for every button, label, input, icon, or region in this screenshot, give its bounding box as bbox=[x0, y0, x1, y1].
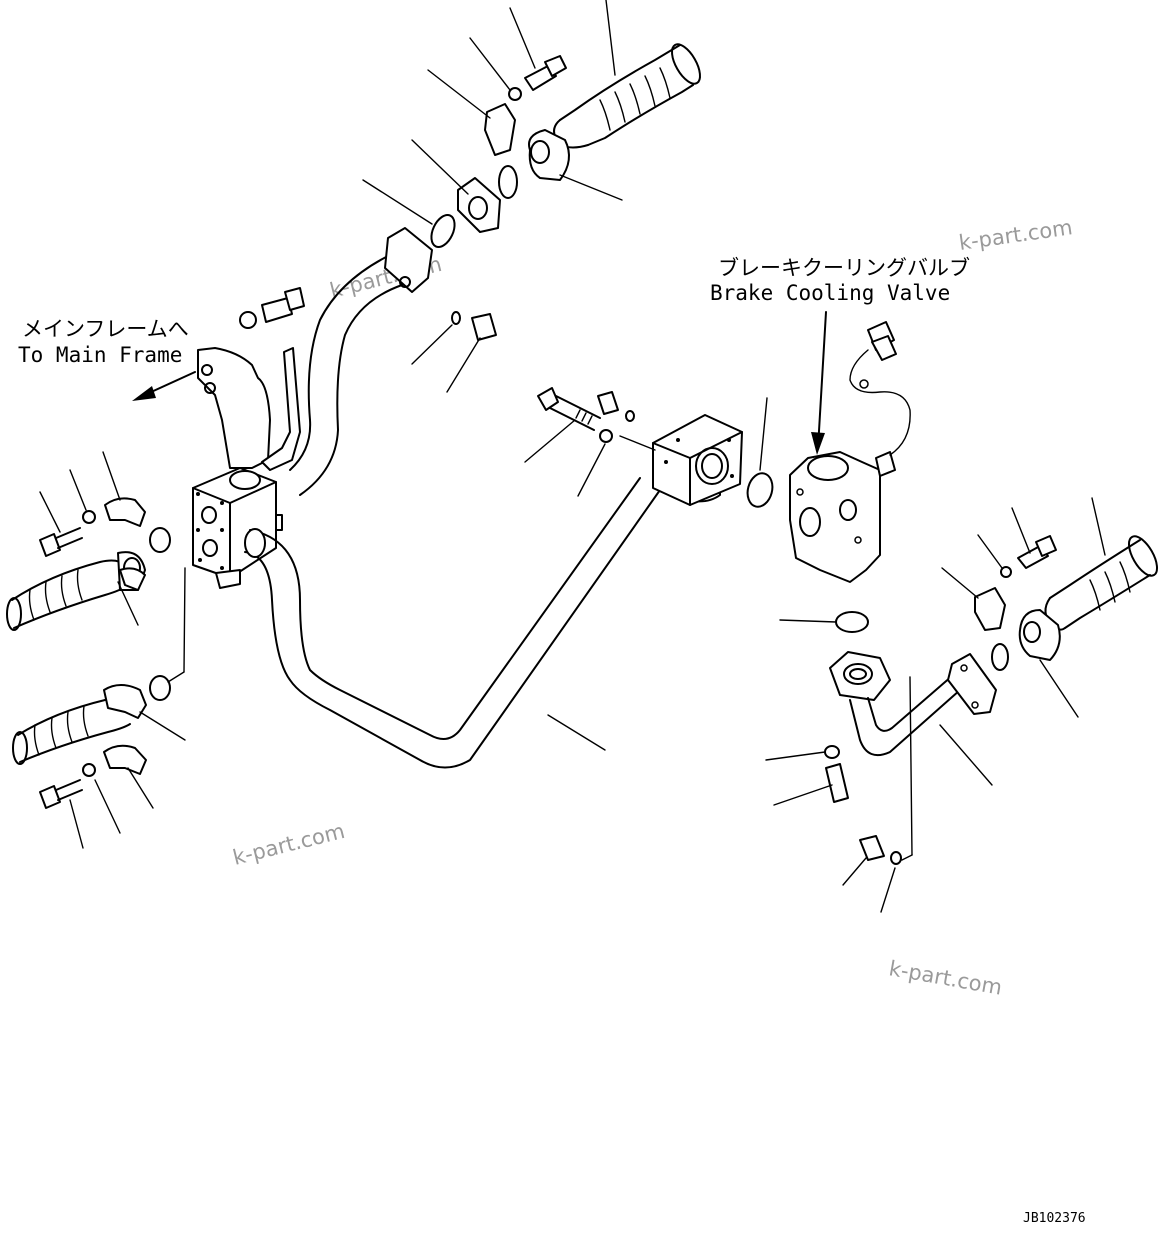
main-frame-label-jp: メインフレームへ bbox=[22, 317, 189, 341]
top-hose bbox=[528, 43, 701, 181]
top-oring-2 bbox=[430, 214, 456, 248]
bracket-bolt bbox=[239, 287, 305, 329]
right-elbow-hardware bbox=[765, 676, 993, 913]
left-oring-1 bbox=[149, 527, 171, 553]
right-hose bbox=[1018, 535, 1158, 661]
valve-oring bbox=[835, 611, 869, 633]
left-lower-hose bbox=[12, 684, 147, 765]
valve-oring-leader bbox=[779, 619, 837, 623]
brake-valve-label-jp: ブレーキクーリングバルブ bbox=[718, 256, 970, 280]
left-valve-block bbox=[192, 467, 283, 589]
bracket bbox=[197, 347, 301, 471]
watermark-2: k-part.com bbox=[957, 215, 1074, 255]
top-split-flange bbox=[484, 103, 516, 156]
right-elbow-pipe bbox=[829, 651, 997, 756]
right-clamp-bolt bbox=[941, 497, 1106, 718]
brake-cooling-valve bbox=[789, 451, 896, 583]
top-oring bbox=[498, 165, 518, 199]
left-oring-2 bbox=[149, 675, 171, 701]
center-block bbox=[652, 414, 743, 506]
brake-valve-label-en: Brake Cooling Valve bbox=[710, 281, 950, 305]
left-leader-vertical bbox=[183, 567, 186, 673]
left-lower-clamp bbox=[39, 675, 186, 849]
leaders-top bbox=[362, 0, 623, 225]
upper-pipe bbox=[289, 227, 433, 496]
center-oring bbox=[746, 472, 774, 508]
valve-sensor-wire bbox=[849, 321, 911, 456]
top-flange-plate bbox=[457, 177, 501, 233]
main-frame-arrow bbox=[132, 371, 196, 401]
brake-valve-arrow bbox=[811, 311, 827, 455]
main-frame-label-en: To Main Frame bbox=[18, 343, 182, 367]
upper-plug bbox=[411, 311, 497, 393]
drawing-number: JB102376 bbox=[1023, 1211, 1086, 1226]
watermark-3: k-part.com bbox=[230, 819, 347, 870]
left-upper-bolt bbox=[39, 451, 139, 626]
left-upper-clamp bbox=[104, 497, 171, 591]
left-leader-short bbox=[167, 671, 185, 683]
top-bolt bbox=[508, 55, 567, 101]
watermark-4: k-part.com bbox=[887, 956, 1004, 999]
center-long-bolt bbox=[524, 387, 768, 751]
long-pipe bbox=[244, 469, 721, 769]
left-upper-hose bbox=[6, 551, 146, 631]
